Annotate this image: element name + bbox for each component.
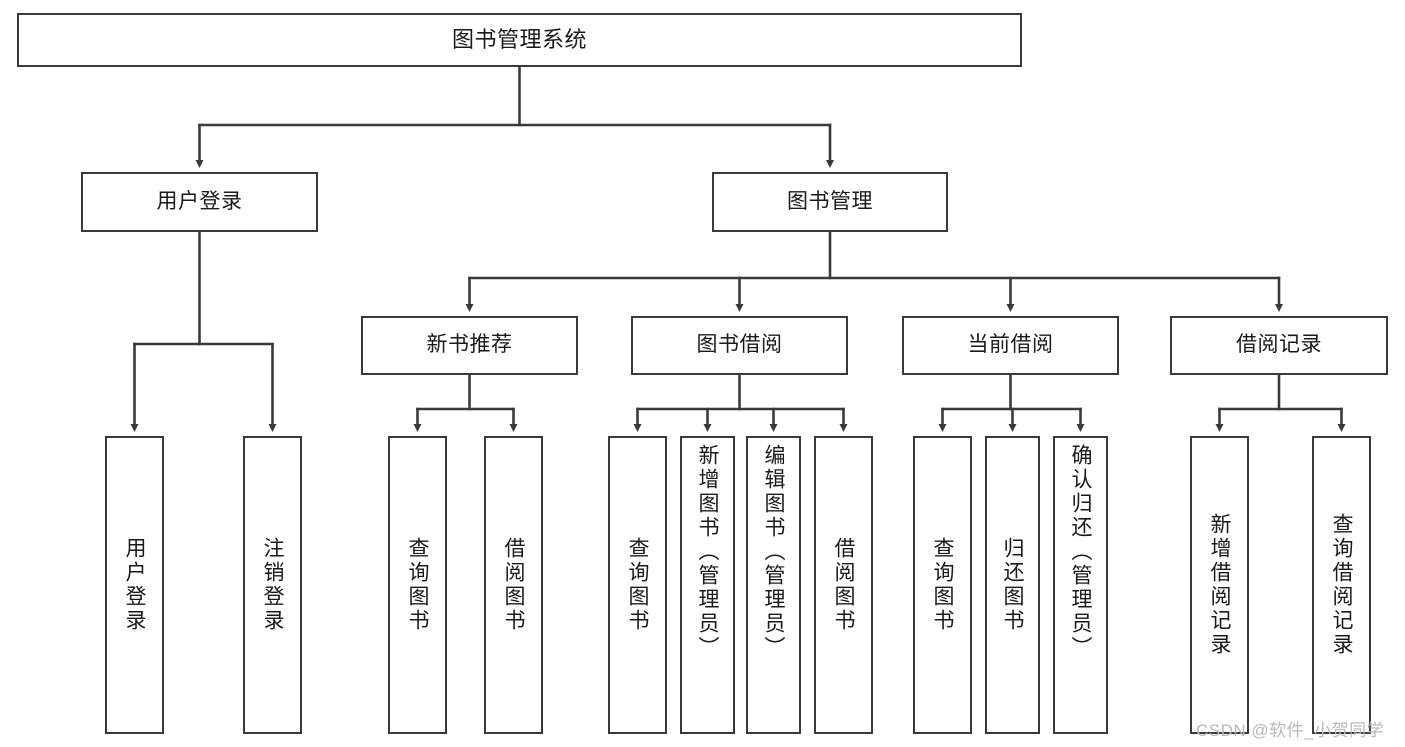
- node-label: 确认归还（管理员）: [1069, 444, 1092, 660]
- node-label: 借阅图书: [832, 537, 855, 633]
- node-label: 查询图书: [406, 537, 429, 633]
- node-label: 查询图书: [626, 537, 649, 633]
- node-leaf-confirm-return[interactable]: 确认归还（管理员）: [1053, 436, 1108, 734]
- node-leaf-query-record[interactable]: 查询借阅记录: [1312, 436, 1371, 734]
- node-label: 归还图书: [1001, 537, 1024, 633]
- node-label: 图书管理: [787, 189, 873, 213]
- node-leaf-add-record[interactable]: 新增借阅记录: [1190, 436, 1249, 734]
- node-book-borrow[interactable]: 图书借阅: [631, 316, 848, 375]
- node-label: 查询借阅记录: [1330, 513, 1353, 657]
- node-leaf-query-book-3[interactable]: 查询图书: [913, 436, 972, 734]
- node-label: 编辑图书（管理员）: [762, 444, 785, 660]
- node-leaf-borrow-book-1[interactable]: 借阅图书: [484, 436, 543, 734]
- node-borrow-record[interactable]: 借阅记录: [1170, 316, 1388, 375]
- node-label: 用户登录: [156, 189, 243, 213]
- node-label: 注销登录: [261, 537, 284, 633]
- node-label: 图书借阅: [696, 333, 783, 357]
- node-leaf-user-logout[interactable]: 注销登录: [243, 436, 302, 734]
- node-leaf-borrow-book-2[interactable]: 借阅图书: [814, 436, 873, 734]
- node-leaf-user-login[interactable]: 用户登录: [105, 436, 164, 734]
- node-leaf-add-book[interactable]: 新增图书（管理员）: [680, 436, 735, 734]
- node-label: 新书推荐: [426, 333, 513, 357]
- node-new-book-rec[interactable]: 新书推荐: [361, 316, 578, 375]
- node-book-manage[interactable]: 图书管理: [712, 172, 948, 232]
- node-label: 图书管理系统: [451, 27, 587, 53]
- node-leaf-edit-book[interactable]: 编辑图书（管理员）: [746, 436, 801, 734]
- node-root[interactable]: 图书管理系统: [17, 13, 1022, 67]
- node-label: 用户登录: [123, 537, 146, 633]
- node-label: 新增图书（管理员）: [696, 444, 719, 660]
- node-label: 查询图书: [931, 537, 954, 633]
- node-label: 借阅图书: [502, 537, 525, 633]
- node-label: 当前借阅: [967, 333, 1054, 357]
- node-leaf-query-book-1[interactable]: 查询图书: [388, 436, 447, 734]
- node-current-borrow[interactable]: 当前借阅: [902, 316, 1119, 375]
- node-label: 借阅记录: [1236, 333, 1322, 357]
- node-leaf-query-book-2[interactable]: 查询图书: [608, 436, 667, 734]
- node-leaf-return-book[interactable]: 归还图书: [985, 436, 1040, 734]
- csdn-watermark: CSDN @软件_小贺同学: [1196, 721, 1385, 740]
- node-label: 新增借阅记录: [1208, 513, 1231, 657]
- node-user-login[interactable]: 用户登录: [81, 172, 318, 232]
